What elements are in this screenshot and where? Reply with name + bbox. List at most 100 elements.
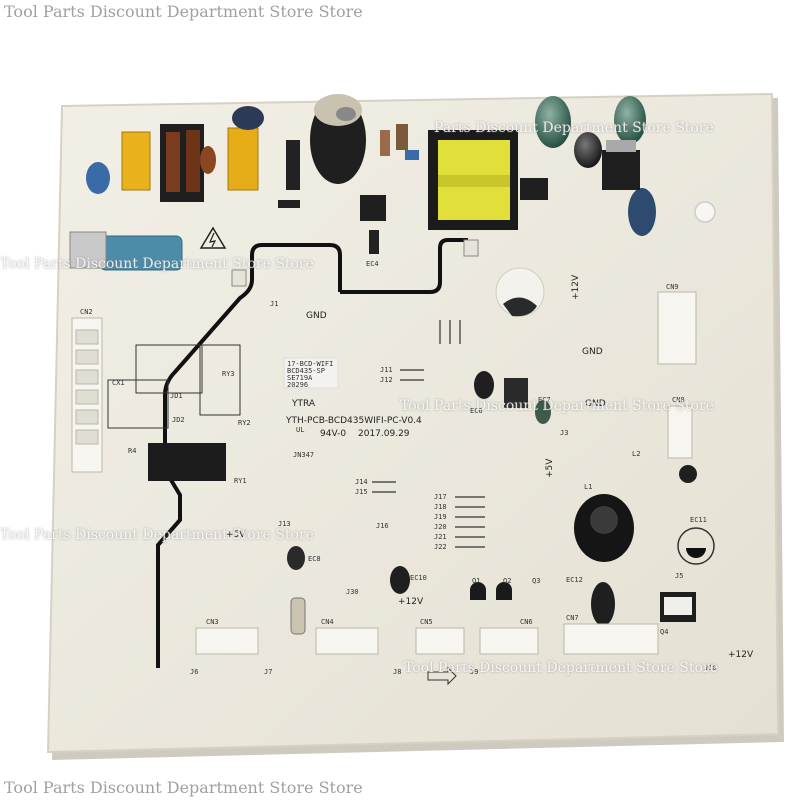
label-j30: J30 <box>346 588 359 596</box>
label-j3: J3 <box>560 429 568 437</box>
label-jd1: JD1 <box>170 392 183 400</box>
board-rating: 94V-0 <box>320 429 346 439</box>
label-5v-vertical: +5V <box>545 458 555 478</box>
electrolytic-capacitor-blue <box>628 188 656 236</box>
transistor-q1 <box>470 582 486 600</box>
label-j21: J21 <box>434 533 447 541</box>
transistor-q2 <box>496 582 512 600</box>
label-cn7: CN7 <box>566 614 579 622</box>
label-q4: Q4 <box>660 628 668 636</box>
blue-disc-capacitor-2 <box>232 106 264 130</box>
relay-ry1 <box>148 443 226 481</box>
label-ec12: EC12 <box>566 576 583 584</box>
transistor-c18 <box>679 465 697 483</box>
label-gnd-3: GND <box>585 399 606 409</box>
electrolytic-capacitor-green <box>535 96 571 148</box>
electrolytic-ec7 <box>535 400 551 424</box>
diode-array <box>286 140 300 190</box>
label-j14: J14 <box>355 478 368 486</box>
label-q3: Q3 <box>532 577 540 585</box>
label-ry3: RY3 <box>222 370 235 378</box>
blue-disc-capacitor <box>86 162 110 194</box>
label-l2: L2 <box>632 450 640 458</box>
sticker-line3: SE719A <box>287 374 313 382</box>
yellow-capacitor-left <box>121 131 151 191</box>
resistor-vertical <box>290 597 306 635</box>
electrolytic-ec6 <box>474 371 494 399</box>
label-12v-vertical: +12V <box>571 274 581 300</box>
label-ec8: EC8 <box>308 555 321 563</box>
jumper-block <box>107 379 169 429</box>
ic-chip <box>360 195 386 221</box>
label-j5: J5 <box>675 572 683 580</box>
label-ec10: EC10 <box>410 574 427 582</box>
label-jd2: JD2 <box>172 416 185 424</box>
label-r4: R4 <box>128 447 136 455</box>
watermark-top: Tool Parts Discount Department Store Sto… <box>4 2 363 21</box>
buzzer-ec11 <box>677 527 715 565</box>
relay-outline-ry2 <box>199 344 241 416</box>
electrolytic-capacitor-green-2 <box>614 96 646 144</box>
label-cn3: CN3 <box>206 618 219 626</box>
watermark-lower-right: Tool Parts Discount Department Store Sto… <box>404 660 718 676</box>
watermark-mid-left: Tool Parts Discount Department Store Sto… <box>0 256 314 272</box>
label-j16: J16 <box>376 522 389 530</box>
label-j1: J1 <box>270 300 278 308</box>
electrolytic-ec10 <box>390 566 410 594</box>
board-code: JN347 <box>293 451 314 459</box>
label-ry1: RY1 <box>234 477 247 485</box>
high-voltage-warning-icon <box>199 226 227 249</box>
label-j18: J18 <box>434 503 447 511</box>
label-gnd-2: GND <box>582 347 603 357</box>
label-12v-2: +12V <box>728 650 754 660</box>
connector-cn3 <box>195 627 259 655</box>
label-j15: J15 <box>355 488 368 496</box>
label-j7: J7 <box>264 668 272 676</box>
label-5v: +5V <box>226 530 246 540</box>
connector-cn6 <box>479 627 539 655</box>
label-j9: J9 <box>470 668 478 676</box>
label-q2: Q2 <box>503 577 511 585</box>
connector-cn4 <box>315 627 379 655</box>
watermark-top-right: Parts Discount Department Store Store <box>434 120 714 136</box>
label-j12: J12 <box>380 376 393 384</box>
resistor-2 <box>396 124 408 150</box>
sticker-line2: BCD435-SP <box>287 367 325 375</box>
label-ry2: RY2 <box>238 419 251 427</box>
label-cx1: CX1 <box>112 379 125 387</box>
label-ec4: EC4 <box>366 260 379 268</box>
label-l1: L1 <box>584 483 592 491</box>
label-j20: J20 <box>434 523 447 531</box>
label-j13: J13 <box>278 520 291 528</box>
label-ec6: EC6 <box>470 407 483 415</box>
voltage-regulator <box>602 150 640 190</box>
connector-cn7 <box>563 623 659 655</box>
yellow-capacitor-right <box>227 127 259 191</box>
sticker-line4: 20296 <box>287 381 308 389</box>
label-j22: J22 <box>434 543 447 551</box>
label-j19: J19 <box>434 513 447 521</box>
mounting-hole <box>694 201 716 223</box>
hole-shadow <box>503 297 537 317</box>
resistor <box>380 130 390 156</box>
label-gnd-1: GND <box>306 311 327 321</box>
label-ec7: EC7 <box>538 396 551 404</box>
label-12v-1: +12V <box>398 597 424 607</box>
label-j8: J8 <box>393 668 401 676</box>
board-brand: YTRA <box>291 399 316 409</box>
relay-outline-ry3 <box>135 344 203 394</box>
board-trace <box>156 243 342 668</box>
label-cn9: CN9 <box>666 283 679 291</box>
board-model: YTH-PCB-BCD435WIFI-PC-V0.4 <box>285 416 422 426</box>
electrolytic-ec8 <box>287 546 305 570</box>
label-j10: J10 <box>704 664 717 672</box>
small-electrolytic <box>369 230 379 254</box>
board-trace-2 <box>340 238 468 294</box>
label-cn5: CN5 <box>420 618 433 626</box>
board-date: 2017.09.29 <box>358 429 410 439</box>
label-q1: Q1 <box>472 577 480 585</box>
label-cn6: CN6 <box>520 618 533 626</box>
arrow-right-icon <box>427 666 457 686</box>
connector-cn8 <box>667 405 693 459</box>
